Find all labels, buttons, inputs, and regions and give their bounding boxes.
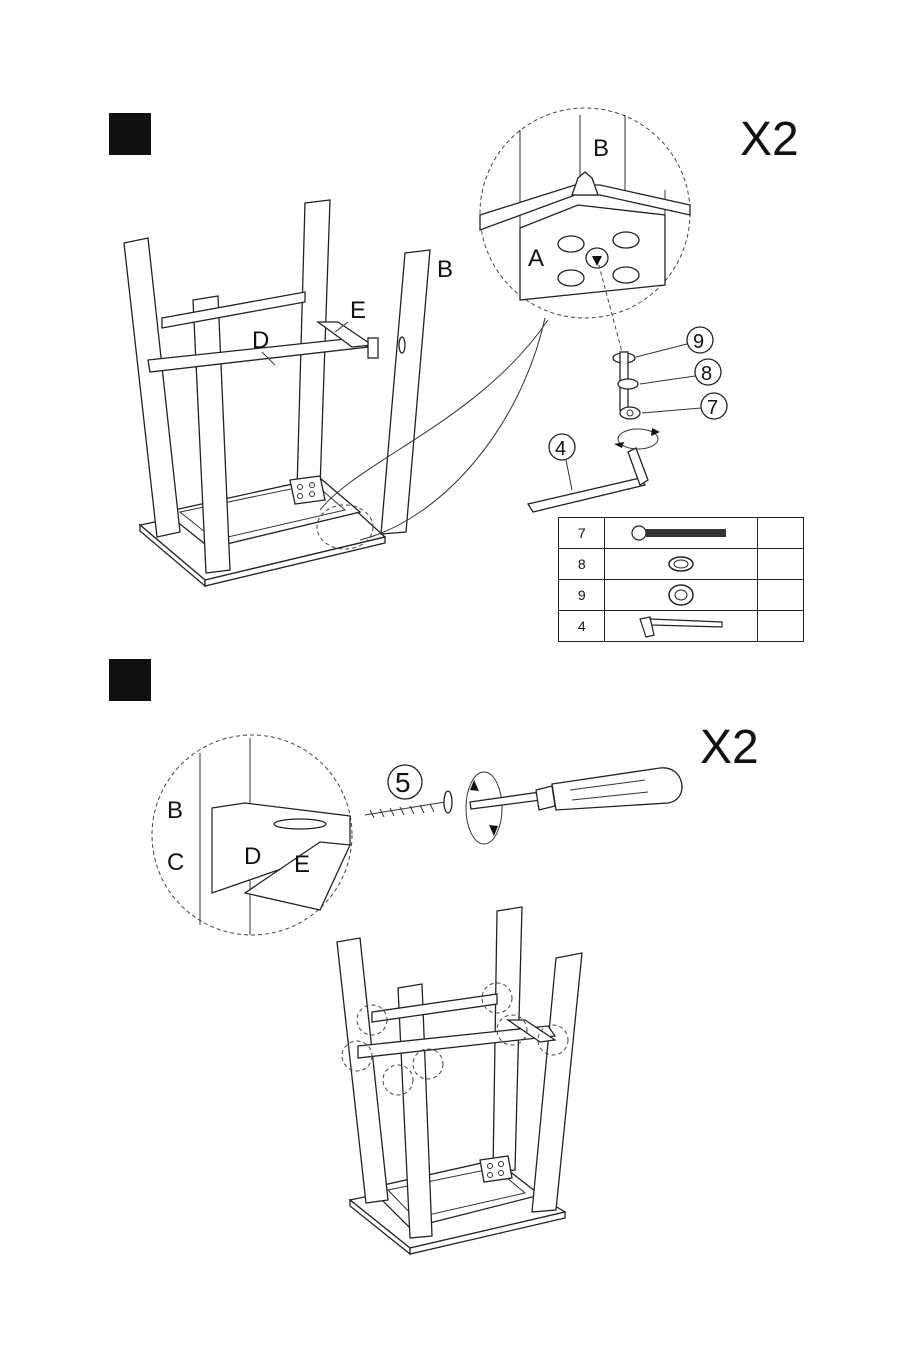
part-count [757,580,803,611]
flat-washer-icon [605,580,757,611]
part-number: 9 [559,580,605,611]
allen-key-icon [605,611,757,642]
bolt-icon [605,518,757,549]
label-d-rail: D [252,327,269,354]
label-e-block: E [350,297,366,324]
label-b-leg: B [437,256,453,283]
part-count [757,549,803,580]
svg-text:9: 9 [693,331,704,353]
svg-text:4: 4 [555,438,566,460]
part-number: 7 [559,518,605,549]
step-1-stool-frame [124,200,430,586]
callout-4: 4 [549,434,575,490]
detail-label-b-2: B [167,797,183,824]
callout-9: 9 [636,327,713,357]
part-count [757,611,803,642]
screwdriver [470,768,682,810]
parts-row: 9 [559,580,804,611]
detail-label-b: B [593,135,609,162]
callout-5: 5 [388,765,422,799]
parts-row: 8 [559,549,804,580]
allen-key [528,448,648,512]
bolt-exploded-view [613,352,640,419]
callout-8: 8 [640,359,721,385]
callout-7: 7 [642,393,727,419]
detail-label-d: D [244,843,261,870]
step-2-detail-circle [152,735,352,935]
detail-label-e: E [294,851,310,878]
parts-row: 7 [559,518,804,549]
parts-row: 4 [559,611,804,642]
spring-washer-icon [605,549,757,580]
parts-table: 7 8 9 4 [558,517,804,642]
svg-text:8: 8 [701,363,712,385]
part-number: 8 [559,549,605,580]
step-1-detail-circle [480,108,690,352]
step-2-stool-frame [337,907,582,1254]
part-number: 4 [559,611,605,642]
detail-label-a: A [528,245,544,272]
part-count [757,518,803,549]
svg-text:5: 5 [395,767,411,798]
detail-label-c: C [167,849,184,876]
svg-text:7: 7 [707,397,718,419]
